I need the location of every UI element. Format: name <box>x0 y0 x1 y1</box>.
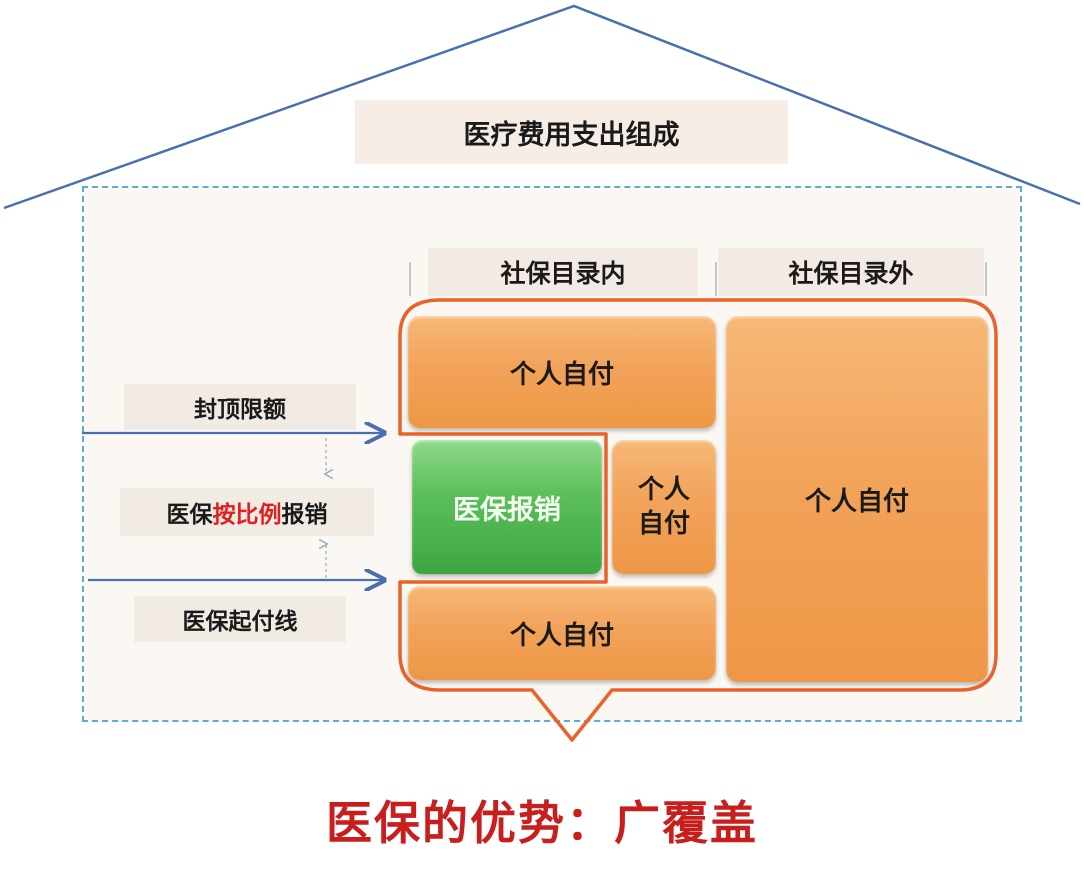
block-self-pay-middle: 个人 自付 <box>612 440 716 574</box>
label-ratio-suffix: 报销 <box>281 502 328 528</box>
block-self-pay-outside-catalog: 个人自付 <box>726 316 988 682</box>
label-ratio-prefix: 医保 <box>166 502 213 528</box>
label-proportional-reimbursement: 医保按比例报销 <box>120 488 374 536</box>
block-self-pay-top: 个人自付 <box>408 316 716 428</box>
diagram-title: 医疗费用支出组成 <box>355 100 788 164</box>
column-header-out-catalog: 社保目录外 <box>718 248 984 296</box>
column-header-in-catalog: 社保目录内 <box>428 248 698 296</box>
coverage-outline <box>398 298 998 742</box>
block-insurance-reimbursement: 医保报销 <box>412 440 602 574</box>
slogan: 医保的优势：广覆盖 <box>326 796 758 850</box>
block-self-pay-bottom: 个人自付 <box>408 586 716 680</box>
label-ratio-highlight: 按比例 <box>212 502 282 528</box>
label-deductible-line: 医保起付线 <box>134 596 346 642</box>
label-cap-limit: 封顶限额 <box>124 384 356 430</box>
